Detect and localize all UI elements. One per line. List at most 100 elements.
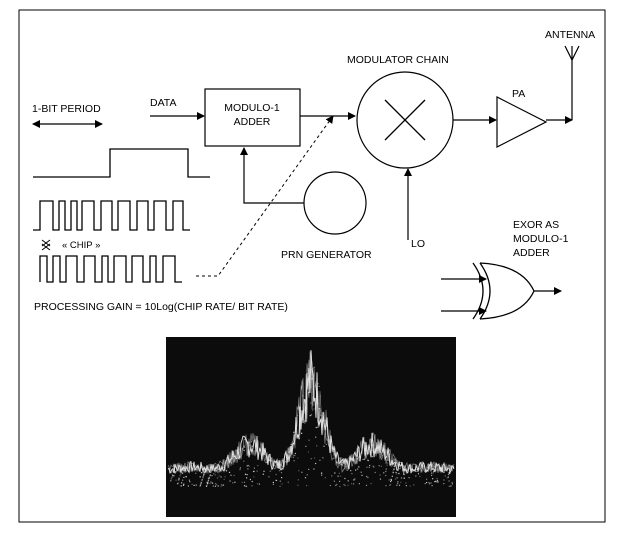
spectrum-noise-dot [436, 478, 438, 480]
spectrum-noise-dot [387, 459, 389, 461]
spectrum-noise-dot [268, 456, 270, 458]
spectrum-noise-dot [317, 424, 319, 426]
spectrum-noise-dot [343, 484, 345, 486]
spectrum-noise-dot [176, 483, 179, 485]
exor-label-line2: MODULO-1 [513, 233, 569, 245]
pa-label: PA [512, 88, 525, 100]
spectrum-noise-dot [219, 467, 221, 470]
spectrum-noise-dot [308, 439, 310, 441]
spectrum-noise-dot [247, 464, 249, 467]
diagram-frame [18, 9, 606, 523]
spectrum-noise-dot [428, 482, 430, 484]
spectrum-noise-dot [209, 475, 211, 477]
spectrum-noise-dot [297, 457, 299, 459]
spectrum-noise-dot [336, 462, 338, 464]
spectrum-noise-dot [298, 438, 300, 440]
spectrum-trace-line [167, 351, 455, 475]
chip-label: « CHIP » [62, 240, 100, 251]
spectrum-noise-dot [178, 477, 180, 479]
spectrum-noise-dot [180, 485, 182, 487]
spectrum-noise-dot [253, 467, 255, 469]
spectrum-noise-dot [181, 482, 183, 484]
chip-width-marker [41, 239, 51, 251]
spectrum-noise-dot [278, 467, 280, 469]
spectrum-noise-dot [439, 469, 441, 471]
spectrum-noise-dot [371, 455, 373, 458]
spectrum-noise-dot [436, 481, 438, 483]
spectrum-noise-dot [204, 471, 206, 473]
spectrum-noise-dot [221, 467, 223, 469]
spectrum-noise-dot [228, 459, 230, 461]
spectrum-noise-dot [201, 480, 203, 482]
spectrum-noise-dot [367, 459, 369, 461]
spectrum-noise-dot [395, 471, 397, 474]
spectrum-noise-dot [208, 479, 210, 481]
spectrum-noise-dot [268, 476, 270, 478]
spectrum-noise-dot [434, 481, 436, 483]
spectrum-noise-dot [178, 479, 180, 481]
spectrum-noise-dot [335, 461, 337, 463]
antenna-label: ANTENNA [545, 29, 595, 41]
spectrum-noise-dot [375, 447, 378, 449]
spectrum-noise-dot [324, 477, 326, 479]
spectrum-noise-dot [243, 449, 245, 452]
spectrum-noise-dot [174, 471, 176, 473]
spectrum-noise-dot [298, 470, 300, 472]
spectrum-noise-dot [400, 481, 402, 483]
spectrum-noise-dot [351, 473, 353, 475]
spectrum-noise-dot [396, 484, 398, 486]
spectrum-noise-dot [344, 477, 346, 480]
spectrum-noise-dot [185, 476, 187, 478]
spectrum-noise-dot [200, 482, 202, 484]
spectrum-noise-dot [202, 477, 204, 479]
spectrum-noise-dot [403, 473, 405, 476]
spectrum-noise-dot [322, 457, 324, 459]
spectrum-noise-dot [197, 466, 199, 468]
spectrum-noise-dot [188, 467, 190, 469]
spectrum-noise-dot [394, 478, 397, 480]
spectrum-noise-dot [220, 484, 223, 486]
spectrum-noise-dot [199, 476, 201, 478]
spectrum-noise-dot [304, 477, 307, 479]
spectrum-noise-dot [356, 458, 359, 460]
spectrum-noise-dot [315, 436, 317, 438]
spectrum-noise-dot [431, 485, 433, 487]
spectrum-noise-dot [390, 479, 392, 481]
spectrum-noise-dot [333, 480, 335, 482]
spectrum-noise-dot [449, 468, 451, 470]
spectrum-noise-dot [224, 476, 226, 478]
spectrum-noise-dot [268, 459, 270, 461]
spectrum-noise-dot [313, 385, 315, 388]
spectrum-noise-dot [371, 444, 374, 446]
spectrum-noise-dot [176, 470, 178, 472]
spectrum-noise-dot [249, 478, 251, 481]
spectrum-noise-dot [272, 481, 274, 484]
spectrum-noise-dot [346, 466, 348, 468]
spectrum-noise-dot [250, 441, 253, 443]
spectrum-noise-dot [385, 470, 387, 473]
spectrum-noise-dot [288, 451, 290, 453]
spectrum-noise-dot [176, 467, 178, 469]
spectrum-noise-dot [385, 474, 387, 477]
spectrum-noise-dot [341, 461, 343, 463]
spectrum-noise-dot [239, 469, 241, 471]
spectrum-noise-dot [200, 481, 202, 484]
spectrum-noise-dot [251, 480, 253, 483]
spectrum-noise-dot [170, 480, 172, 482]
spectrum-noise-dot [186, 468, 188, 470]
spectrum-noise-dot [379, 453, 381, 455]
spectrum-noise-dot [173, 475, 175, 477]
spectrum-noise-dot [222, 466, 224, 468]
spectrum-noise-dot [216, 477, 219, 479]
spectrum-noise-dot [366, 466, 368, 468]
spectrum-noise-dot [318, 385, 320, 387]
spectrum-noise-dot [179, 475, 181, 477]
chip-waveform-1 [33, 200, 190, 231]
spectrum-noise-dot [347, 480, 349, 482]
spectrum-noise-dot [383, 472, 385, 474]
lo-label: LO [411, 238, 425, 250]
spectrum-noise-dot [290, 443, 292, 446]
spectrum-noise-dot [211, 482, 213, 484]
spectrum-noise-dot [323, 445, 325, 447]
